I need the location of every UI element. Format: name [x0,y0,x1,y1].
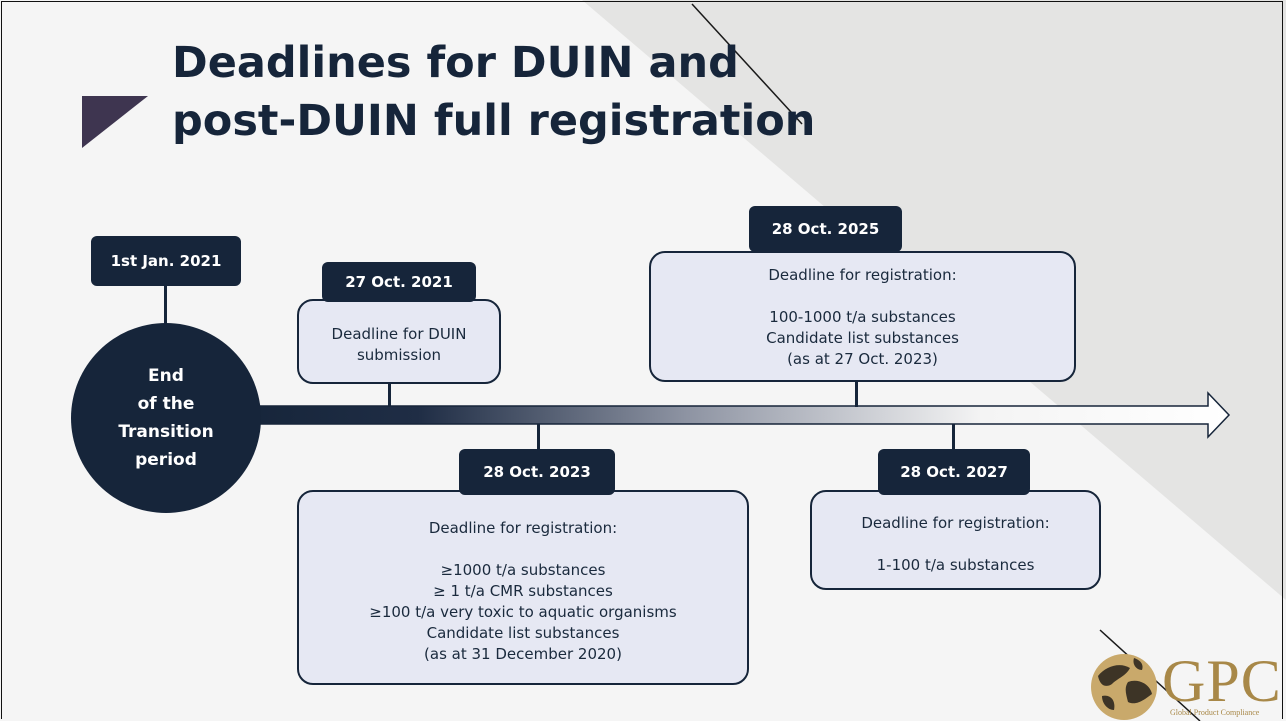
milestone-1-line-1: Deadline for DUIN [331,324,467,343]
milestone-2-spacer [299,539,747,560]
title-accent-triangle [82,96,148,148]
milestone-3-line-1: Deadline for registration: [768,266,957,284]
milestone-1-line-2: submission [356,345,442,364]
milestone-1-date-label: 27 Oct. 2021 [322,262,476,302]
globe-icon [1091,654,1157,720]
milestone-2-line-7: (as at 31 December 2020) [424,645,622,663]
milestone-2-box: Deadline for registration: ≥1000 t/a sub… [297,490,749,685]
circle-line-2: of the [137,394,195,414]
start-date-label: 1st Jan. 2021 [91,236,241,286]
milestone-2-line-6: Candidate list substances [426,624,620,642]
circle-line-1: End [148,366,184,386]
milestone-3-spacer [651,286,1074,307]
transition-end-circle: End of the Transition period [71,323,261,513]
milestone-4-connector [952,424,955,450]
milestone-3-box: Deadline for registration: 100-1000 t/a … [649,251,1076,382]
milestone-2-connector [537,424,540,450]
logo-text: GPC [1162,648,1282,714]
title-line-2: post-DUIN full registration [172,96,816,146]
milestone-4-line-1: Deadline for registration: [861,513,1050,532]
milestone-2-line-5: ≥100 t/a very toxic to aquatic organisms [369,603,677,621]
milestone-4-spacer [812,534,1099,555]
milestone-3-line-3: 100-1000 t/a substances [769,308,956,326]
milestone-3-connector [855,380,858,407]
circle-line-4: period [135,450,197,470]
milestone-1-box: Deadline for DUIN submission [297,299,501,384]
milestone-1-connector [388,383,391,407]
milestone-4-line-3: 1-100 t/a substances [876,555,1035,574]
slide-title: Deadlines for DUIN and post-DUIN full re… [172,34,872,150]
milestone-3-date-label: 28 Oct. 2025 [749,206,902,252]
title-line-1: Deadlines for DUIN and [172,38,739,88]
milestone-4-date-label: 28 Oct. 2027 [878,449,1030,495]
milestone-2-line-1: Deadline for registration: [428,519,618,537]
milestone-2-line-4: ≥ 1 t/a CMR substances [433,582,613,600]
gpc-logo: GPC Global Product Compliance [1082,648,1282,721]
milestone-3-line-4: Candidate list substances [766,329,959,347]
logo-tagline: Global Product Compliance [1170,708,1260,717]
milestone-2-date-label: 28 Oct. 2023 [459,449,615,495]
milestone-4-box: Deadline for registration: 1-100 t/a sub… [810,490,1101,590]
circle-line-3: Transition [118,422,214,442]
start-connector [164,286,167,326]
milestone-3-line-5: (as at 27 Oct. 2023) [787,350,938,368]
milestone-2-line-3: ≥1000 t/a substances [440,561,606,579]
